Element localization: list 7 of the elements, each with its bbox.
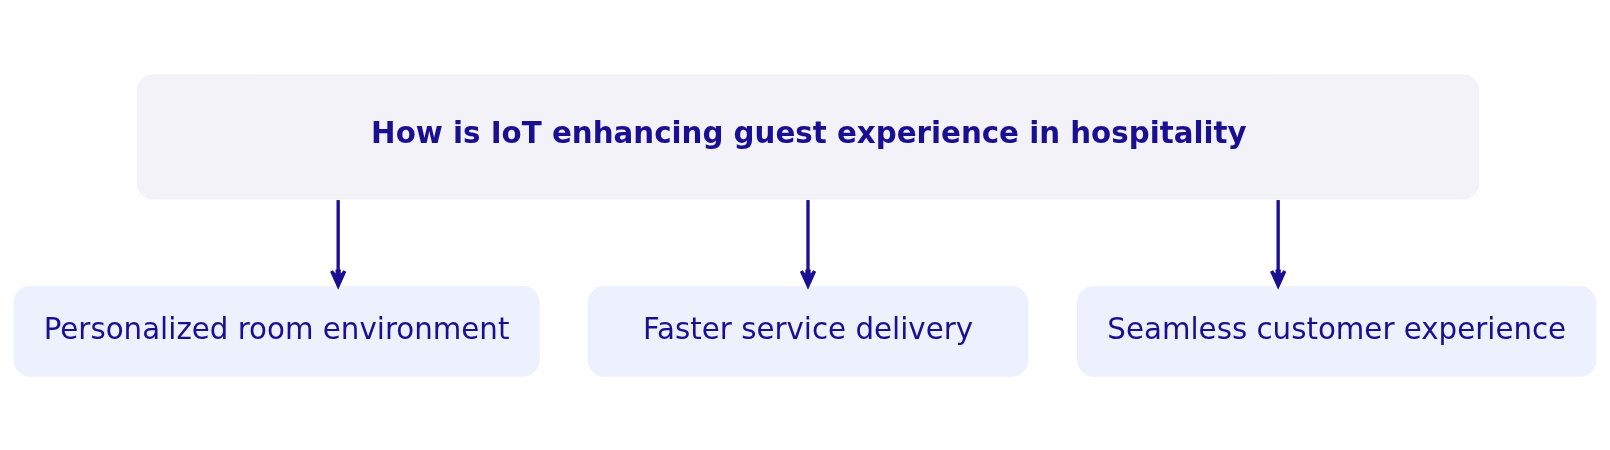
- arrow: [799, 199, 817, 287]
- node-box: How is IoT enhancing guest experience in hospitality: [136, 73, 1480, 200]
- node-box: Seamless customer experience: [1077, 285, 1597, 377]
- node-box: Faster service delivery: [587, 285, 1029, 377]
- arrow: [1269, 199, 1287, 287]
- arrow: [329, 199, 347, 287]
- node-box: Personalized room environment: [13, 285, 540, 377]
